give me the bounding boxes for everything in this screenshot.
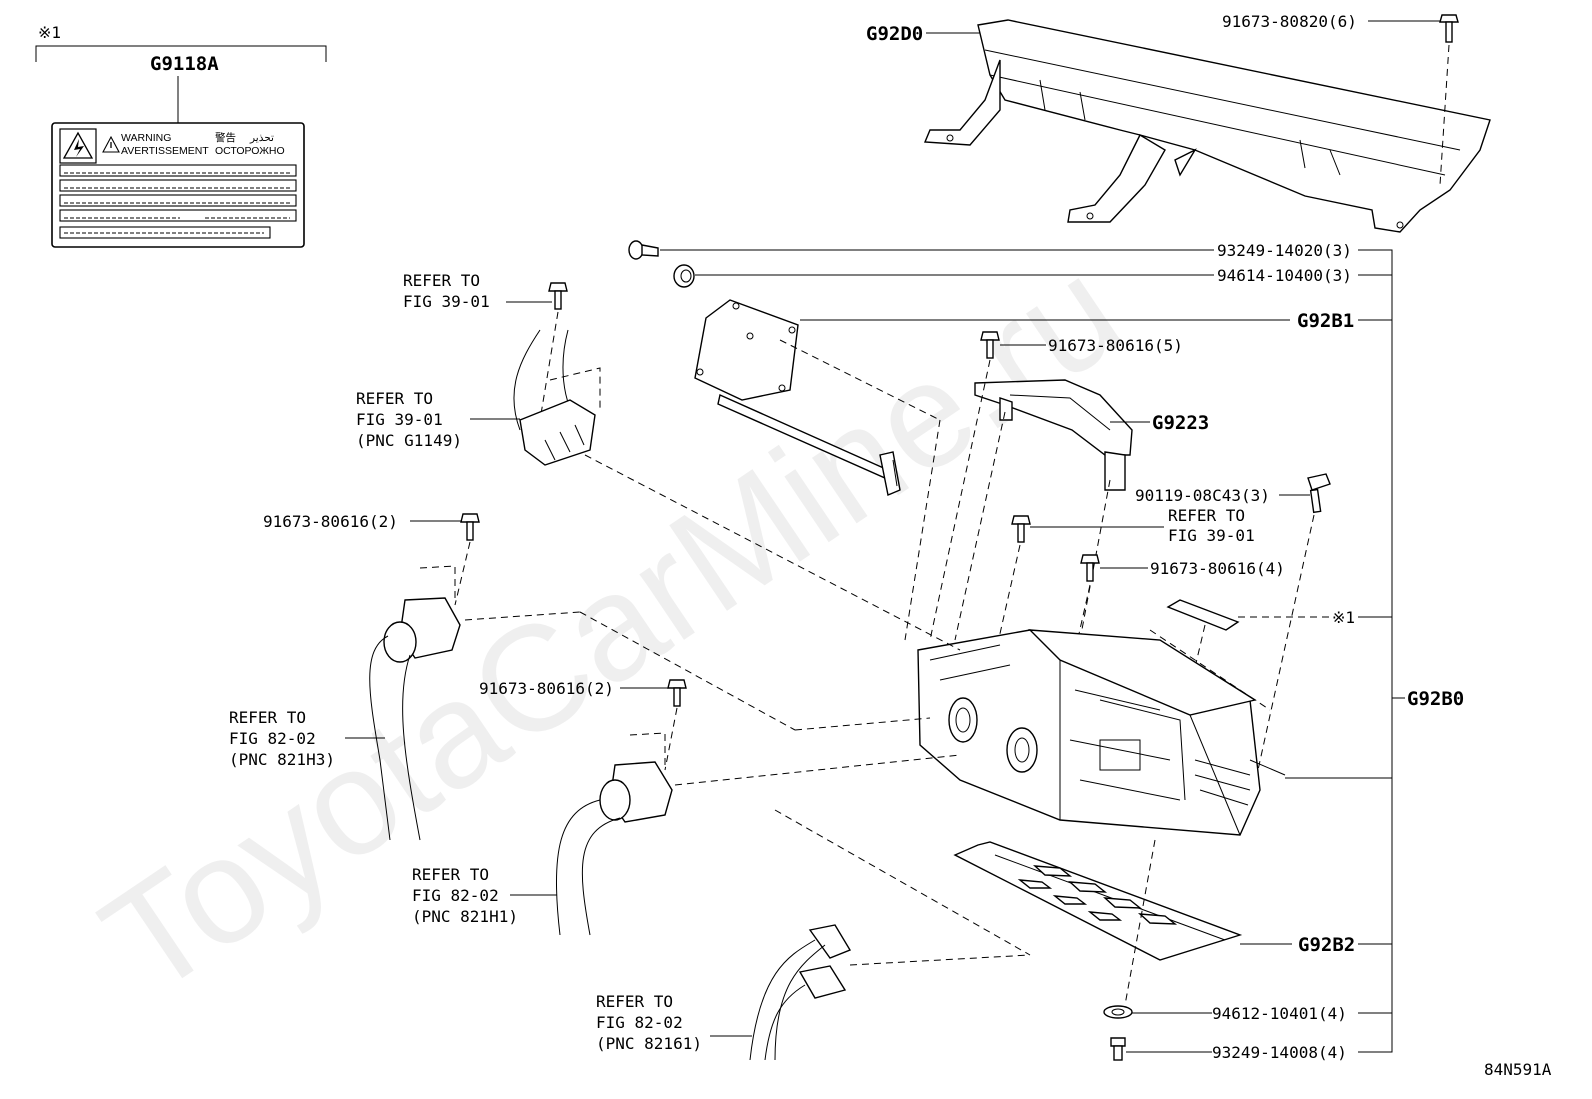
label-warning-en: WARNING	[121, 132, 171, 144]
callout-g9223: G9223	[1152, 412, 1209, 434]
bracket-g92d0	[923, 19, 1491, 233]
label-warning-jp: 警告	[215, 131, 236, 144]
label-plate	[51, 122, 305, 248]
diagram-code: 84N591A	[1484, 1060, 1552, 1079]
bolt-icon	[980, 331, 1000, 359]
callout-bolt-80616-2b: 91673-80616(2)	[479, 679, 614, 698]
refer-fig-39-01-a-line1: REFER TO	[403, 271, 480, 290]
label-part-code: G9118A	[150, 53, 219, 75]
callout-bolt-80616-5: 91673-80616(5)	[1048, 336, 1183, 355]
callout-bus	[1358, 249, 1393, 1053]
washer-icon	[673, 264, 695, 288]
hose-connector-821h1	[555, 732, 673, 936]
callout-screw-14020: 93249-14020(3)	[1217, 241, 1352, 260]
refer-fig-82-02-b-line2: FIG 82-02	[412, 886, 499, 905]
refer-fig-39-01-c-line2: FIG 39-01	[1168, 526, 1255, 545]
label-warning-fr: AVERTISSEMENT	[121, 145, 209, 157]
label-location-plate	[1166, 599, 1240, 631]
refer-fig-39-01-c-line1: REFER TO	[1168, 506, 1245, 525]
refer-fig-39-01-b-line1: REFER TO	[356, 389, 433, 408]
callout-g92d0: G92D0	[866, 23, 923, 45]
bolt-icon	[1307, 473, 1331, 514]
refer-fig-39-01-a-line2: FIG 39-01	[403, 292, 490, 311]
connector-g1149	[513, 329, 601, 466]
washer-icon	[1103, 1005, 1133, 1019]
label-warning-ar: تحذير	[249, 132, 274, 144]
callout-g92b2: G92B2	[1298, 934, 1355, 956]
bolt-icon	[548, 282, 568, 310]
lightning-icon	[74, 139, 84, 157]
callout-washer-10401: 94612-10401(4)	[1212, 1004, 1347, 1023]
cover-plate-g92b1	[694, 299, 901, 496]
label-bracket	[35, 45, 327, 62]
plate-g92b2	[953, 841, 1243, 961]
callout-g92b0: G92B0	[1407, 688, 1464, 710]
bolt-icon	[1439, 14, 1459, 43]
refer-fig-39-01-b-line2: FIG 39-01	[356, 410, 443, 429]
screw-icon	[1110, 1037, 1126, 1061]
connector-82161	[749, 924, 852, 1061]
screw-icon	[628, 240, 659, 260]
refer-fig-82-02-c-line1: REFER TO	[596, 992, 673, 1011]
warning-label-sticker: ※1 G9118A WARNING AVERTISSEMENT 警告 تحذير…	[35, 23, 327, 248]
callout-bolt-top: 91673-80820(6)	[1222, 12, 1357, 31]
bolt-icon	[1011, 515, 1031, 543]
callout-bolt-08c43: 90119-08C43(3)	[1135, 486, 1270, 505]
bolt-icon	[460, 513, 480, 541]
refer-fig-82-02-a-line2: FIG 82-02	[229, 729, 316, 748]
callout-screw-14008: 93249-14008(4)	[1212, 1043, 1347, 1062]
refer-fig-39-01-b-line3: (PNC G1149)	[356, 431, 462, 450]
label-warning-ru: ОСТОРОЖНО	[215, 145, 285, 157]
callout-washer-10400: 94614-10400(3)	[1217, 266, 1352, 285]
note-mark-label: ※1	[38, 23, 61, 42]
bolt-icon	[1080, 554, 1100, 582]
refer-fig-82-02-b-line1: REFER TO	[412, 865, 489, 884]
callout-bolt-80616-2a: 91673-80616(2)	[263, 512, 398, 531]
refer-fig-82-02-c-line2: FIG 82-02	[596, 1013, 683, 1032]
refer-fig-82-02-b-line3: (PNC 821H1)	[412, 907, 518, 926]
label-text-lines	[59, 164, 297, 239]
refer-fig-82-02-a-line3: (PNC 821H3)	[229, 750, 335, 769]
refer-fig-82-02-c-line3: (PNC 82161)	[596, 1034, 702, 1053]
callout-g92b1: G92B1	[1297, 310, 1354, 332]
hose-connector-821h3	[369, 565, 461, 841]
callout-bolt-80616-4: 91673-80616(4)	[1150, 559, 1285, 578]
refer-fig-82-02-a-line1: REFER TO	[229, 708, 306, 727]
main-unit-g92b0	[917, 629, 1286, 836]
callout-note1: ※1	[1332, 608, 1355, 627]
bolt-icon	[667, 679, 687, 707]
